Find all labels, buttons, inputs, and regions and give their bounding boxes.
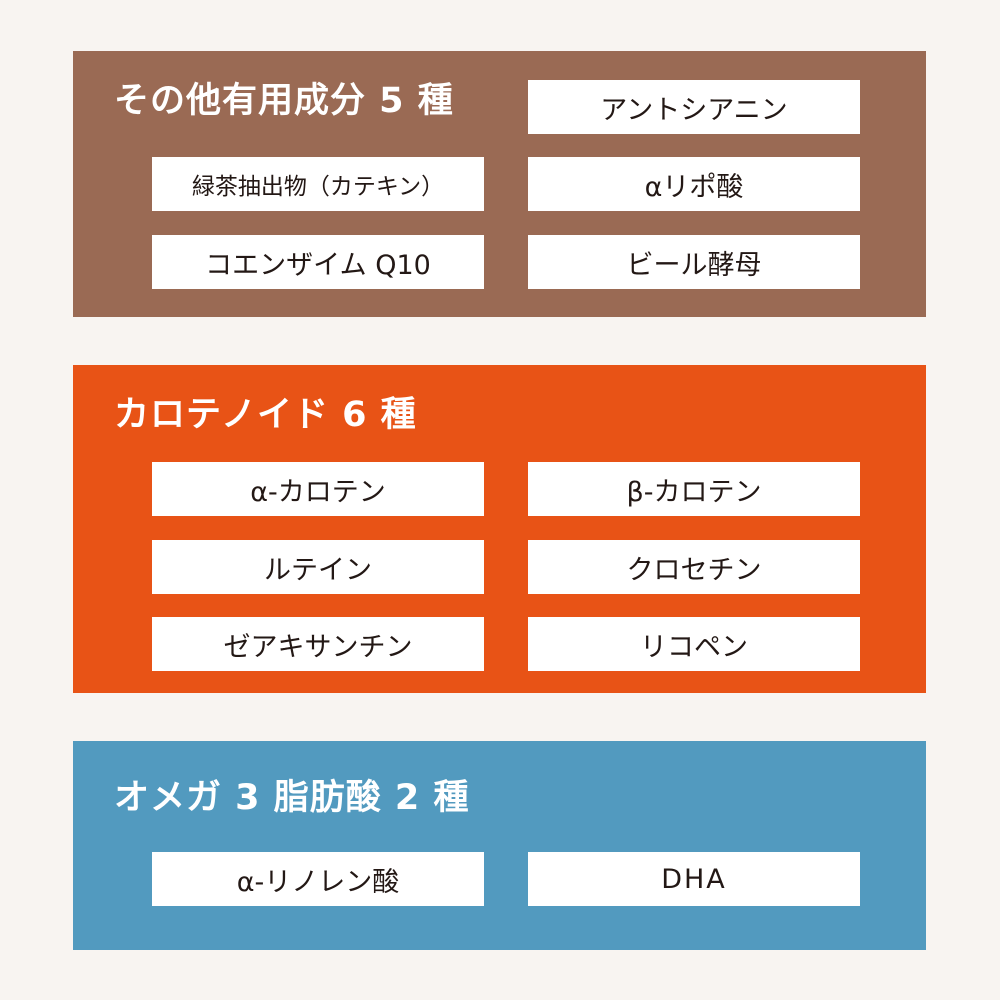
ingredient-beta-carotene: β-カロテン: [528, 462, 860, 516]
ingredient-zeaxanthin: ゼアキサンチン: [152, 617, 484, 671]
other-ingredients-panel: その他有用成分 5 種 アントシアニン 緑茶抽出物（カテキン） αリポ酸 コエン…: [73, 51, 926, 317]
ingredient-crocetin: クロセチン: [528, 540, 860, 594]
other-ingredients-title: その他有用成分 5 種: [114, 81, 454, 121]
omega3-title: オメガ 3 脂肪酸 2 種: [114, 778, 470, 818]
ingredient-lutein: ルテイン: [152, 540, 484, 594]
carotenoids-panel: カロテノイド 6 種 α-カロテン β-カロテン ルテイン クロセチン ゼアキサ…: [73, 365, 926, 693]
ingredient-alpha-carotene: α-カロテン: [152, 462, 484, 516]
carotenoids-title: カロテノイド 6 種: [114, 395, 417, 435]
ingredient-green-tea-extract: 緑茶抽出物（カテキン）: [152, 157, 484, 211]
ingredient-alpha-lipoic-acid: αリポ酸: [528, 157, 860, 211]
ingredient-brewers-yeast: ビール酵母: [528, 235, 860, 289]
ingredient-lycopene: リコペン: [528, 617, 860, 671]
omega3-panel: オメガ 3 脂肪酸 2 種 α-リノレン酸 DHA: [73, 741, 926, 950]
ingredient-alpha-linolenic-acid: α-リノレン酸: [152, 852, 484, 906]
ingredient-anthocyanin: アントシアニン: [528, 80, 860, 134]
ingredient-dha: DHA: [528, 852, 860, 906]
ingredient-coenzyme-q10: コエンザイム Q10: [152, 235, 484, 289]
